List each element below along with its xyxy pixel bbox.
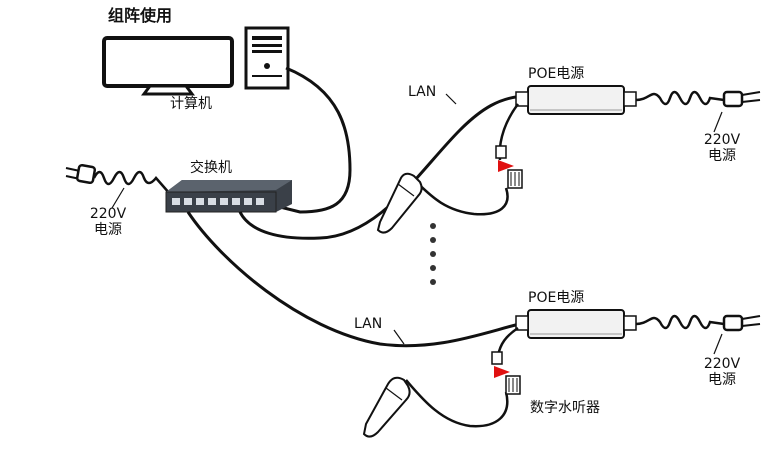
power-text-upper-right: 电源 (708, 148, 736, 164)
left-power-coil (92, 170, 171, 195)
network-switch-icon (165, 180, 292, 213)
power-text-lower-right: 电源 (708, 372, 736, 388)
hydrophone-label: 数字水听器 (530, 400, 600, 416)
lower-power-coil (635, 314, 725, 330)
hydrophone-lower-icon (362, 376, 411, 438)
power-voltage-upper-right: 220V (703, 132, 741, 148)
poe-label-lower: POE电源 (528, 290, 585, 306)
connector-upper-icon (495, 145, 523, 189)
lan-label-upper: LAN (408, 84, 437, 100)
power-voltage-left: 220V (89, 206, 127, 222)
left-power-pointer (111, 187, 125, 209)
pc-to-switch-cable (275, 66, 352, 214)
left-power-plug-icon (65, 163, 97, 185)
monitor-icon (102, 36, 234, 96)
power-label-lower-right: 220V 电源 (694, 356, 750, 388)
diagram-title: 组阵使用 (108, 6, 173, 25)
poe-adapter-lower-icon (515, 309, 637, 339)
power-label-upper-right: 220V 电源 (694, 132, 750, 164)
poe-label-upper: POE电源 (528, 66, 585, 82)
connector-lower-icon (491, 351, 521, 395)
lan-cable-lower (186, 211, 529, 348)
more-units-dots (430, 223, 436, 285)
power-voltage-lower-right: 220V (703, 356, 741, 372)
lower-power-plug-icon (722, 314, 761, 332)
power-label-left: 220V 电源 (80, 206, 136, 238)
computer-label: 计算机 (170, 96, 212, 112)
upper-power-coil (635, 90, 725, 106)
power-text-left: 电源 (94, 222, 122, 238)
upper-power-plug-icon (722, 90, 761, 108)
switch-label: 交换机 (190, 160, 232, 176)
poe-adapter-upper-icon (515, 85, 637, 115)
pc-tower-icon (244, 26, 290, 90)
lan-label-lower: LAN (354, 316, 383, 332)
hydrophone-upper-icon (376, 172, 423, 234)
